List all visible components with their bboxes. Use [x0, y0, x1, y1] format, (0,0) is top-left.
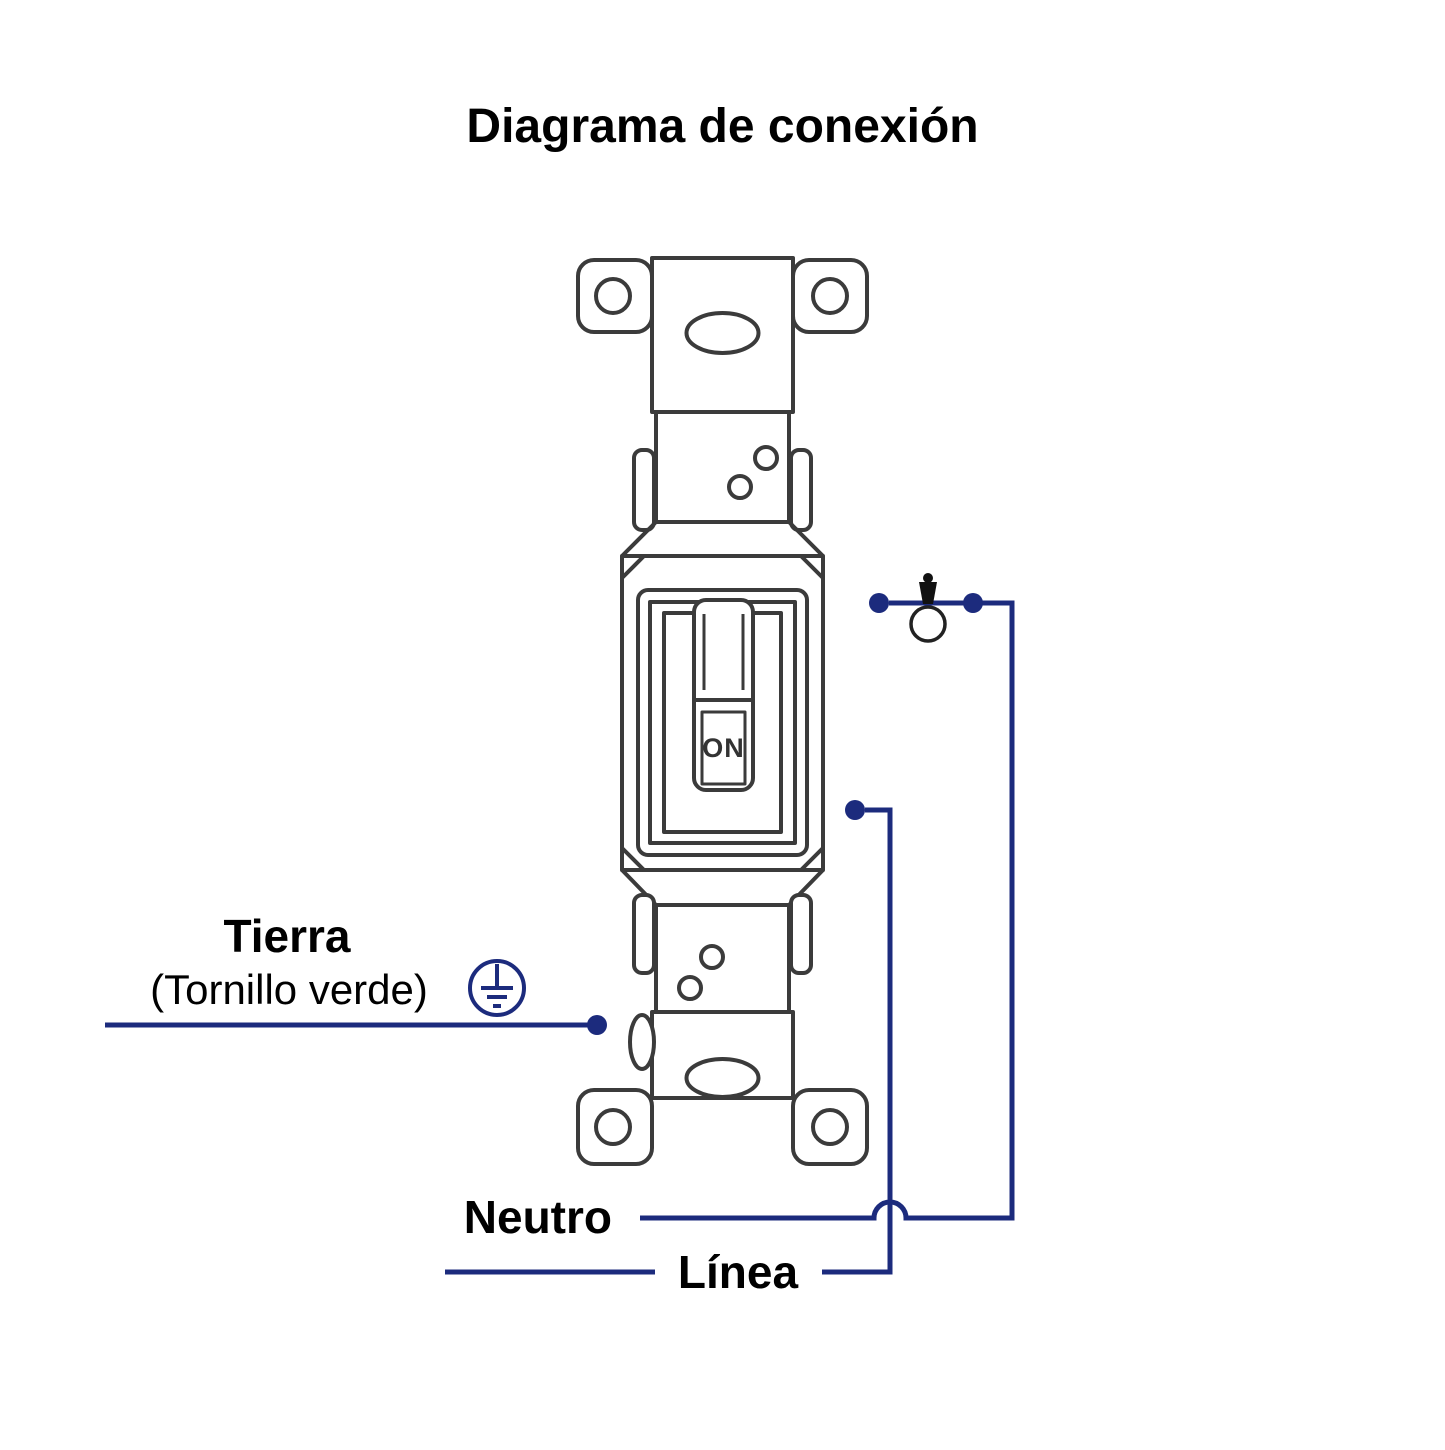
toggle-on-panel	[700, 710, 747, 786]
terminal-dot-top	[869, 593, 889, 613]
neutral-label: Neutro	[464, 1191, 612, 1243]
ground-symbol-bars	[481, 964, 513, 1008]
line-wire	[822, 807, 893, 1275]
mounting-slot-top	[684, 311, 761, 355]
light-bulb-icon	[909, 573, 947, 643]
terminal-screw-upper-2	[753, 445, 779, 471]
terminal-dot-bulb	[963, 593, 983, 613]
switch-state-label: ON	[702, 733, 745, 763]
terminal-screw-lower-1	[699, 944, 725, 970]
green-ground-screw	[628, 1013, 656, 1071]
wire-terminals	[587, 593, 983, 1035]
wiring	[105, 600, 1015, 1275]
yoke-shoulders	[620, 520, 825, 907]
switch-drawing	[576, 256, 869, 1166]
neutral-wire	[640, 600, 1015, 1221]
toggle-lever-ridges	[702, 614, 745, 690]
terminal-dot-line	[845, 800, 865, 820]
ear-hole-bottom-right	[811, 1108, 849, 1146]
line-label: Línea	[678, 1246, 799, 1298]
terminal-dot-ground	[587, 1015, 607, 1035]
side-tab-lower-left	[632, 893, 656, 975]
ground-sublabel: (Tornillo verde)	[150, 966, 428, 1013]
terminal-screw-lower-2	[677, 975, 703, 1001]
yoke-corner-chamfers	[620, 554, 825, 872]
bulb-glass	[909, 605, 947, 643]
ear-hole-bottom-left	[594, 1108, 632, 1146]
bulb-base	[919, 582, 937, 604]
mounting-slot-bottom	[684, 1057, 761, 1099]
side-tab-lower-right	[789, 893, 813, 975]
bulb-tip	[923, 573, 933, 583]
ear-hole-top-left	[594, 277, 632, 315]
side-tab-upper-left	[632, 448, 656, 532]
diagram-title: Diagrama de conexión	[466, 100, 978, 153]
terminal-screw-upper-1	[727, 474, 753, 500]
ear-hole-top-right	[811, 277, 849, 315]
ground-label: Tierra	[223, 910, 350, 962]
side-tab-upper-right	[789, 448, 813, 532]
earth-ground-icon	[468, 959, 526, 1017]
